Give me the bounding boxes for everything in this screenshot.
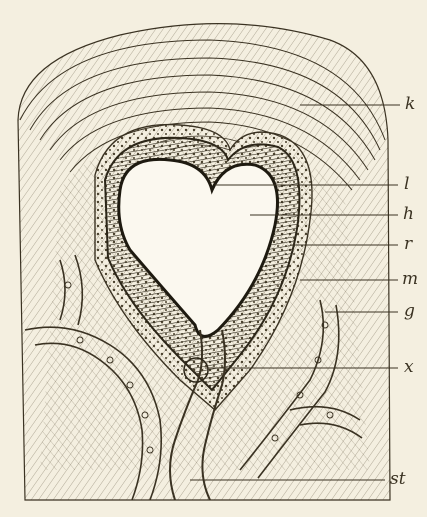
label-h: h xyxy=(403,206,414,223)
label-st: st xyxy=(390,471,406,488)
label-l: l xyxy=(404,176,409,193)
label-k: k xyxy=(405,96,415,113)
cell-x xyxy=(184,358,208,382)
label-g: g xyxy=(404,303,415,320)
label-r: r xyxy=(404,236,412,253)
label-m: m xyxy=(402,271,418,288)
label-x: x xyxy=(404,359,414,376)
